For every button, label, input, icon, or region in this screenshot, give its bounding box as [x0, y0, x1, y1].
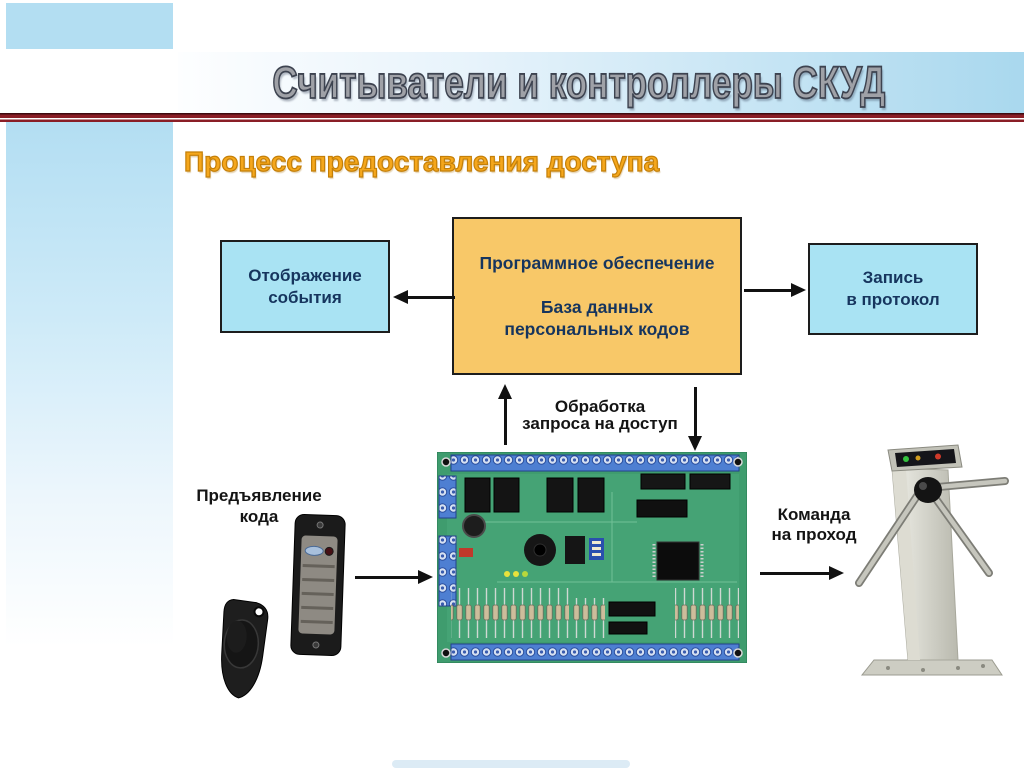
pass-command-label: Команда на проход: [758, 505, 870, 545]
arrow-shaft: [760, 571, 830, 575]
arrow-reader-to-controller: [355, 570, 433, 584]
code-line1: Предъявление: [196, 486, 322, 505]
controller-board-image: [437, 452, 747, 663]
arrow-controller-to-software: [498, 384, 512, 445]
left-accent-band: [6, 122, 173, 762]
pass-line2: на проход: [771, 525, 857, 544]
arrow-shaft: [744, 288, 792, 292]
slide-title: Считыватели и контроллеры СКУД: [272, 56, 886, 109]
arrowhead-right-icon: [791, 283, 806, 297]
arrowhead-left-icon: [393, 290, 408, 304]
protocol-record-box: Запись в протокол: [808, 243, 978, 335]
processing-line2: запроса на доступ: [522, 414, 678, 433]
event-display-box: Отображение события: [220, 240, 390, 333]
software-box: Программное обеспечение База данных перс…: [452, 217, 742, 375]
arrowhead-right-icon: [829, 566, 844, 580]
corner-accent-rect: [6, 3, 173, 49]
processing-line1: Обработка: [554, 397, 646, 416]
arrowhead-up-icon: [498, 384, 512, 399]
software-box-line3: персональных кодов: [504, 319, 690, 339]
pass-line1: Команда: [777, 505, 851, 524]
arrowhead-right-icon: [418, 570, 433, 584]
arrowhead-down-icon: [688, 436, 702, 451]
arrow-software-to-protocol: [744, 283, 806, 297]
key-fob-image: [221, 598, 269, 699]
protocol-line2: в протокол: [846, 290, 940, 309]
title-band: Считыватели и контроллеры СКУД: [178, 52, 1024, 113]
title-separator-line: [0, 113, 1024, 122]
bottom-accent-bar: [392, 760, 630, 768]
section-heading: Процесс предоставления доступа: [183, 145, 660, 177]
arrow-software-to-event: [393, 290, 455, 304]
card-reader-image: [290, 513, 346, 657]
arrow-controller-to-turnstile: [760, 566, 844, 580]
arrow-shaft: [355, 575, 419, 579]
event-display-line2: события: [268, 287, 342, 307]
code-presentation-label: Предъявление кода: [188, 485, 330, 527]
code-line2: кода: [239, 507, 279, 526]
arrow-shaft: [503, 398, 507, 445]
turnstile-image: [855, 444, 1009, 676]
software-box-title: Программное обеспечение: [479, 253, 715, 273]
arrow-shaft: [407, 295, 455, 299]
processing-label: Обработка запроса на доступ: [515, 398, 685, 432]
event-display-line1: Отображение: [248, 265, 362, 285]
protocol-line1: Запись: [862, 268, 924, 287]
arrow-software-to-controller: [688, 387, 702, 451]
arrow-shaft: [693, 387, 697, 437]
software-box-line2: База данных: [540, 297, 654, 317]
